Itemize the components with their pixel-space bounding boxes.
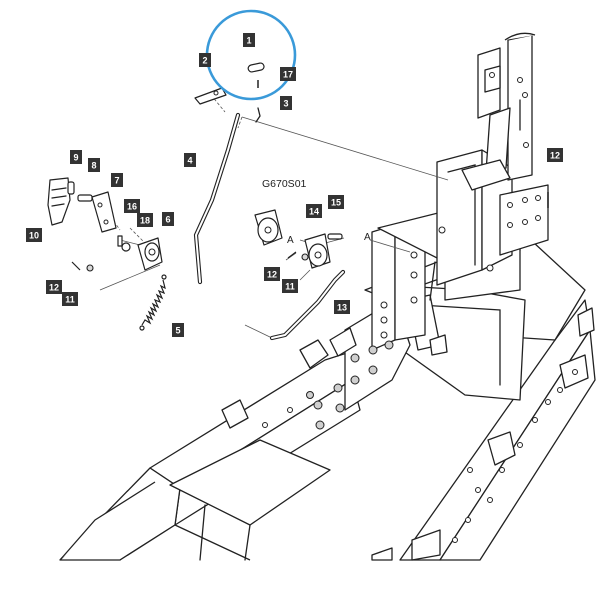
callout-7: 7 (111, 173, 123, 187)
part-1-pin (247, 62, 265, 73)
svg-text:12: 12 (49, 283, 59, 293)
part-6-pivot (137, 237, 163, 271)
callout-16: 16 (124, 199, 140, 213)
callout-15: 15 (328, 195, 344, 209)
part-10-pedal (47, 177, 71, 226)
callout-11-mid: 11 (282, 279, 298, 293)
svg-text:7: 7 (114, 176, 119, 186)
callout-12-mid: 12 (264, 267, 280, 281)
callout-11-left: 11 (62, 292, 78, 306)
callout-4: 4 (184, 153, 196, 167)
svg-text:11: 11 (65, 295, 75, 305)
callout-5: 5 (172, 323, 184, 337)
svg-text:11: 11 (285, 282, 295, 292)
callout-2: 2 (199, 53, 211, 67)
leader-lines (99, 94, 449, 339)
svg-text:15: 15 (331, 198, 341, 208)
section-mark-a-right: A (364, 232, 371, 243)
callout-3: 3 (280, 96, 292, 110)
svg-text:9: 9 (73, 153, 78, 163)
part-3-clip (255, 107, 261, 123)
part-2-clevis (194, 87, 227, 105)
part-11-washer-mid (301, 253, 309, 261)
callout-17: 17 (280, 67, 296, 81)
svg-text:4: 4 (187, 156, 192, 166)
svg-text:10: 10 (29, 231, 39, 241)
callout-12-left: 12 (46, 280, 62, 294)
part-7-bracket (91, 191, 117, 233)
callout-18: 18 (137, 213, 153, 227)
part-15-pin (327, 233, 343, 240)
callout-9: 9 (70, 150, 82, 164)
svg-text:12: 12 (550, 151, 560, 161)
callout-10: 10 (26, 228, 42, 242)
chassis-frame (59, 32, 596, 561)
callout-12-right: 12 (547, 148, 563, 162)
part-4-rod (193, 112, 241, 285)
svg-text:17: 17 (283, 70, 293, 80)
callout-14: 14 (306, 204, 322, 218)
frame-holes (262, 72, 578, 543)
svg-text:1: 1 (246, 36, 251, 46)
part-14-block (254, 209, 283, 246)
assembly-code: G670S01 (262, 178, 307, 190)
svg-text:16: 16 (127, 202, 137, 212)
svg-text:6: 6 (165, 215, 170, 225)
highlight-ring (205, 9, 297, 101)
callout-1: 1 (243, 33, 255, 47)
part-18-pin (117, 235, 123, 247)
svg-text:18: 18 (140, 216, 150, 226)
part-9-pin (67, 181, 75, 195)
svg-text:13: 13 (337, 303, 347, 313)
part-11-washer-left (86, 264, 94, 272)
part-13-rod (269, 269, 346, 341)
part-16-washer (121, 242, 131, 252)
callout-13: 13 (334, 300, 350, 314)
svg-text:5: 5 (175, 326, 180, 336)
svg-text:8: 8 (91, 161, 96, 171)
svg-text:14: 14 (309, 207, 319, 217)
svg-text:2: 2 (202, 56, 207, 66)
part-8-bolt (77, 194, 93, 202)
part-12-cotter-mid (287, 251, 297, 259)
section-mark-a-left: A (287, 235, 294, 246)
svg-text:12: 12 (267, 270, 277, 280)
part-pivot-block-2 (304, 233, 331, 269)
callout-6: 6 (162, 212, 174, 226)
svg-text:3: 3 (283, 99, 288, 109)
part-12-cotter-left (71, 261, 81, 271)
callout-8: 8 (88, 158, 100, 172)
part-5-spring (139, 274, 167, 331)
